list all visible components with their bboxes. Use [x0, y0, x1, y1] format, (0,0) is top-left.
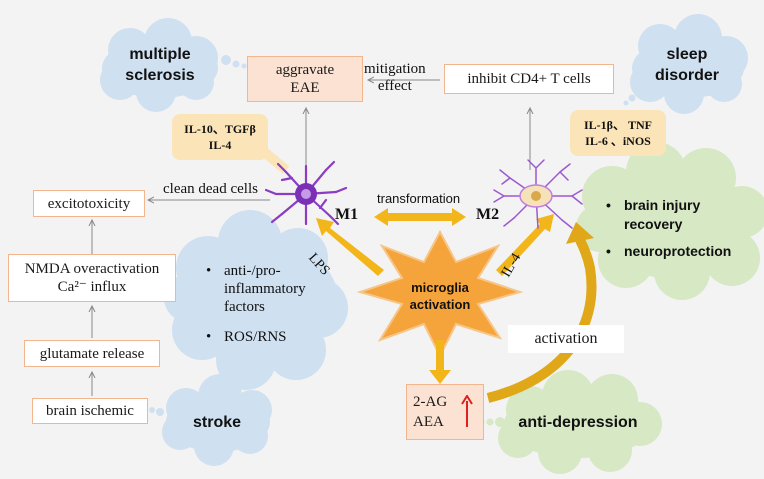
nmda-line2: Ca²⁻ influx: [57, 279, 127, 295]
aggravate-eae-line2: EAE: [290, 80, 320, 96]
center-line2: activation: [409, 297, 471, 312]
m2-cytokines-line1: IL-1β、 TNF: [584, 118, 652, 132]
stroke-label: stroke: [192, 414, 242, 431]
cloud-sleep-disorder: [623, 14, 748, 114]
activation-arrowhead: [566, 222, 594, 244]
effects-item1-line2: recovery: [624, 216, 683, 232]
m1-label: M1: [335, 206, 359, 223]
brain-ischemic-text: brain ischemic: [46, 403, 134, 419]
sd-line1: sleep: [666, 46, 708, 63]
inhibit-cd4-box: inhibit CD4+ T cells: [444, 64, 614, 94]
factors-item2-text: ROS/RNS: [224, 329, 287, 345]
microglia-activation-label: microglia activation: [390, 279, 490, 313]
mitigation-line1: mitigation: [364, 61, 426, 77]
m1-nucleus: [301, 189, 311, 199]
effects-item-1: brain injury recovery: [606, 196, 731, 234]
sd-line2: disorder: [654, 67, 719, 84]
activation-box: activation: [508, 325, 624, 353]
effects-item2-text: neuroprotection: [624, 243, 732, 259]
endocannabinoid-line1: 2-AG: [413, 394, 448, 410]
factors-item1-line1: anti-/pro-: [224, 263, 281, 279]
m1-cytokines-line1: IL-10、TGFβ: [184, 122, 256, 136]
neuroprotection-list: brain injury recovery neuroprotection: [606, 196, 731, 261]
ms-line2: sclerosis: [125, 67, 195, 84]
thin-arrows: [92, 80, 530, 396]
factors-item1-line2: inflammatory: [224, 281, 306, 297]
m1-cytokines-note: IL-10、TGFβ IL-4: [172, 114, 268, 160]
nmda-box: NMDA overactivation Ca²⁻ influx: [8, 254, 176, 302]
m2-label: M2: [476, 206, 500, 223]
gold-arrows: [316, 208, 554, 384]
glutamate-box: glutamate release: [24, 340, 160, 367]
m2-cytokines-line2: IL-6 、iNOS: [585, 134, 651, 148]
sleep-disorder-label: sleep disorder: [632, 44, 742, 86]
transformation-label: transformation: [377, 191, 461, 206]
clean-dead-cells-label: clean dead cells: [163, 181, 258, 197]
inhibit-cd4-text: inhibit CD4+ T cells: [467, 71, 591, 87]
mitigation-line2: effect: [377, 78, 412, 94]
brain-ischemic-box: brain ischemic: [32, 398, 148, 424]
factors-item-2: ROS/RNS: [206, 328, 306, 346]
aggravate-eae-line1: aggravate: [275, 62, 335, 78]
ms-line1: multiple: [129, 46, 191, 63]
factors-item-1: anti-/pro- inflammatory factors: [206, 262, 306, 316]
glutamate-text: glutamate release: [39, 345, 145, 362]
aggravate-eae-box: aggravate EAE: [247, 56, 363, 102]
m1-cytokines-line2: IL-4: [208, 138, 232, 152]
inflammatory-factors-list: anti-/pro- inflammatory factors ROS/RNS: [206, 262, 306, 346]
excitotoxicity-text: excitotoxicity: [47, 195, 131, 212]
endocannabinoid-line2: AEA: [413, 414, 444, 430]
factors-item1-line3: factors: [224, 299, 265, 315]
m1-microglia-icon: [264, 160, 348, 226]
m2-microglia-icon: [493, 159, 583, 229]
cloud-stroke: [144, 374, 272, 466]
m2-cytokines-note: IL-1β、 TNF IL-6 、iNOS: [570, 110, 666, 156]
m2-nucleus: [531, 191, 541, 201]
activation-curved-arrow: [486, 237, 597, 403]
multiple-sclerosis-label: multiple sclerosis: [100, 44, 220, 86]
effects-item-2: neuroprotection: [606, 242, 731, 261]
endocannabinoid-box: 2-AG AEA: [406, 384, 484, 440]
effects-item1-line1: brain injury: [624, 197, 701, 213]
center-line1: microglia: [411, 280, 469, 295]
increase-arrow-icon: [461, 395, 473, 427]
mitigation-effect-label: mitigation effect: [364, 61, 426, 95]
excitotoxicity-box: excitotoxicity: [33, 190, 145, 217]
cloud-anti-depression: [479, 370, 662, 474]
nmda-line1: NMDA overactivation: [24, 261, 160, 277]
anti-depression-label: anti-depression: [518, 414, 638, 431]
activation-text: activation: [534, 330, 598, 347]
cloud-multiple-sclerosis: [100, 18, 247, 112]
